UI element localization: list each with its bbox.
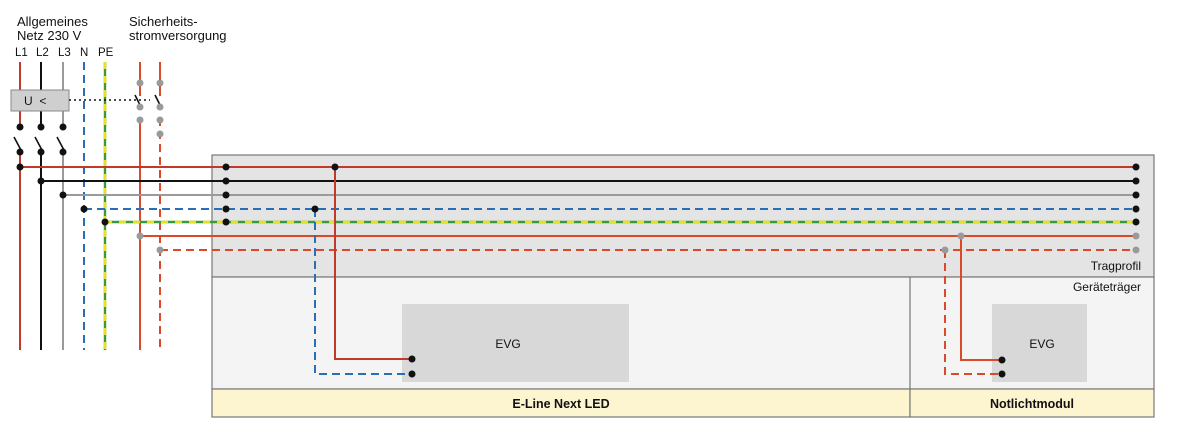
evg-main-terminal-l [408, 355, 416, 363]
footer-main-label: E-Line Next LED [512, 397, 609, 411]
safety-supply-title-1: Sicherheits- [129, 14, 198, 29]
tap-safety1-to-evg-emergency [960, 236, 1002, 361]
evg-emergency-terminal-n [998, 370, 1006, 378]
supply-terminals [16, 79, 164, 156]
bus-terminals-end [1132, 163, 1140, 254]
general-supply-title-2: Netz 230 V [17, 28, 82, 43]
footer-emergency-box [909, 388, 1155, 418]
geraetetraeger-label: Geräteträger [1073, 280, 1141, 294]
tragprofil-box [211, 154, 1155, 278]
footer-main-box [211, 388, 911, 418]
evg-main-box [402, 304, 629, 382]
conductor-label-l3: L3 [58, 47, 71, 59]
evg-emergency-box [992, 304, 1087, 382]
conductor-label-l2: L2 [36, 47, 49, 59]
evg-emergency-terminal-l [998, 356, 1006, 364]
footer-emergency-label: Notlichtmodul [990, 397, 1074, 411]
tap-n-junction [311, 205, 319, 213]
tap-l1-junction [331, 163, 339, 171]
tap-n-to-evg-main [314, 209, 412, 375]
conductor-label-pe: PE [98, 47, 114, 59]
safety-supply-title-2: stromversorgung [129, 28, 227, 43]
relay-label: U < [24, 94, 46, 108]
tap-safety2-junction [941, 246, 949, 254]
evg-main-terminal-n [408, 370, 416, 378]
bus-junctions-left [16, 163, 164, 254]
tragprofil-label: Tragprofil [1091, 259, 1141, 273]
tap-l1-to-evg-main [334, 167, 412, 360]
conductor-label-l1: L1 [15, 47, 28, 59]
tap-safety1-junction [957, 232, 965, 240]
conductor-label-n: N [80, 47, 88, 59]
general-supply-title-1: Allgemeines [17, 14, 88, 29]
evg-emergency-label: EVG [1029, 337, 1054, 351]
bus-terminals-entry [222, 163, 230, 226]
tap-safety2-to-evg-emergency [944, 250, 1002, 375]
evg-main-label: EVG [495, 337, 520, 351]
